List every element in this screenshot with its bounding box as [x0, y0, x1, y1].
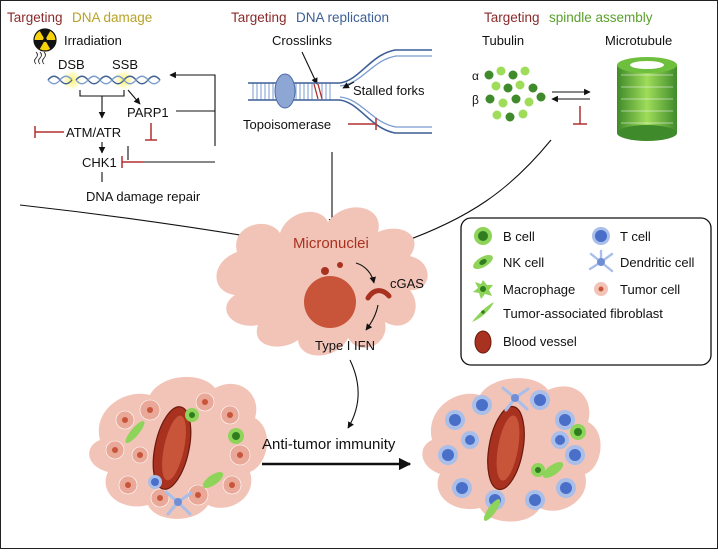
heading-dna-damage: Targeting DNA damage — [7, 9, 152, 26]
legend-label-tumor-cell: Tumor cell — [620, 282, 680, 297]
topoisomerase-inhibitor — [348, 118, 377, 130]
topoisomerase-label: Topoisomerase — [243, 117, 331, 132]
microtubule-icon — [617, 57, 677, 141]
microtubule-label: Microtubule — [605, 33, 672, 48]
dsb-label: DSB — [58, 57, 85, 72]
beta-tubulin-label: β — [472, 93, 479, 107]
crosslinks-label: Crosslinks — [272, 33, 332, 48]
tubulin-label: Tubulin — [482, 33, 524, 48]
tubulin-dimers-icon — [484, 66, 546, 122]
micronuclei-label: Micronuclei — [293, 235, 369, 252]
alpha-tubulin-label: α — [472, 69, 479, 83]
legend-label-fibroblast: Tumor-associated fibroblast — [503, 306, 663, 321]
micronucleus-dot — [321, 267, 329, 275]
chk1-inhibitor — [121, 156, 143, 168]
radiation-icon — [33, 28, 57, 52]
dendritic-cell-icon — [588, 249, 614, 273]
cgas-label: cGAS — [390, 276, 424, 291]
type-i-ifn-label: Type I IFN — [315, 338, 375, 353]
fibroblast-icon — [472, 302, 494, 322]
b-cell-icon — [474, 227, 492, 245]
lesion-bracket — [79, 90, 125, 97]
dna-helix-icon — [47, 70, 161, 90]
crosslinks-arrow — [301, 51, 318, 85]
legend-label-macrophage: Macrophage — [503, 282, 575, 297]
tumor-before-cluster — [89, 376, 268, 519]
cgas-to-ifn-arrow — [365, 304, 379, 331]
chk1-repair-link — [127, 146, 215, 163]
legend-label-blood-vessel: Blood vessel — [503, 334, 577, 349]
atm-atr-label: ATM/ATR — [66, 125, 121, 140]
macrophage-icon — [473, 280, 493, 299]
tumor-after-cluster — [422, 378, 601, 522]
tumor-cell-icon — [594, 282, 608, 296]
ifn-to-immunity-arrow — [347, 359, 359, 429]
micronucleus-dot — [337, 262, 343, 268]
t-cell-icon — [592, 227, 610, 245]
legend-label-nk-cell: NK cell — [503, 255, 544, 270]
legend-label-dendritic-cell: Dendritic cell — [620, 255, 695, 270]
heading-spindle-assembly: Targeting spindle assembly — [484, 9, 653, 26]
replication-fork-icon — [248, 49, 432, 134]
repair-feedback-arrow — [169, 71, 216, 146]
anti-tumor-immunity-label: Anti-tumor immunity — [262, 436, 396, 453]
stalled-fork-arrow — [342, 81, 355, 89]
irradiation-label: Irradiation — [64, 33, 122, 48]
cgas-icon — [365, 288, 392, 301]
parp1-label: PARP1 — [127, 105, 169, 120]
ssb-to-parp1-arrow — [127, 89, 141, 105]
legend-label-t-cell: T cell — [620, 229, 651, 244]
heading-dna-replication: Targeting DNA replication — [231, 9, 389, 26]
tumor-cell-body — [216, 207, 428, 356]
dna-damage-repair-label: DNA damage repair — [86, 189, 201, 204]
microtubule-inhibitor — [573, 106, 587, 125]
stalled-forks-label: Stalled forks — [353, 83, 425, 98]
ssb-label: SSB — [112, 57, 138, 72]
nk-cell-icon — [473, 255, 493, 269]
legend: B cell T cell NK cell Dendritic cell Mac — [460, 217, 712, 366]
parp1-inhibitor — [145, 123, 157, 141]
blood-vessel-icon — [474, 330, 492, 354]
spindle-to-cell-arrow — [399, 139, 552, 245]
legend-label-b-cell: B cell — [503, 229, 535, 244]
atm-atr-inhibitor — [34, 126, 64, 138]
radiation-wave-icon — [34, 51, 46, 65]
micronuclei-to-cgas-arrow — [355, 262, 376, 284]
chk1-label: CHK1 — [82, 155, 117, 170]
nucleus-icon — [304, 276, 356, 328]
